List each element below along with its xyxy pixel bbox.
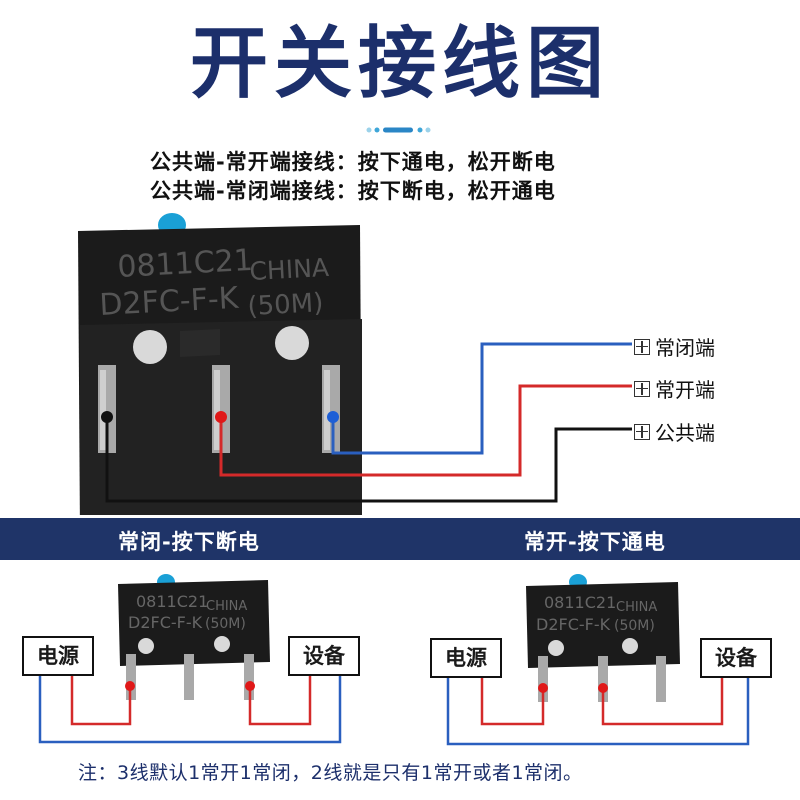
switch-model-suffix-text: (50M) bbox=[614, 618, 655, 634]
terminal-com-label: 公共端 bbox=[634, 417, 715, 446]
wiring-rule-no: 公共端-常开端接线：按下通电，松开断电 bbox=[150, 150, 556, 174]
terminal-icon bbox=[634, 423, 650, 440]
page-title: 开关接线图 bbox=[189, 19, 610, 109]
device-box-left: 设备 bbox=[288, 636, 360, 676]
wire-red bbox=[601, 674, 724, 726]
switch-country-text: CHINA bbox=[206, 599, 247, 614]
terminal-nc-label: 常闭端 bbox=[634, 332, 715, 361]
section-band bbox=[0, 518, 800, 560]
title-underline-dots bbox=[366, 127, 431, 133]
wire-red bbox=[480, 674, 545, 726]
no-wiring-diagram: 0811C21 CHINA D2FC-F-K (50M) bbox=[446, 574, 750, 746]
switch-code-text: 0811C21 bbox=[544, 593, 616, 612]
switch-model-text: D2FC-F-K bbox=[128, 613, 203, 632]
terminal-no-label: 常开端 bbox=[634, 374, 715, 403]
wire-red-no bbox=[219, 384, 632, 477]
wire-red bbox=[248, 674, 312, 726]
section-heading-no: 常开-按下通电 bbox=[524, 530, 666, 554]
section-heading-nc: 常闭-按下断电 bbox=[118, 530, 260, 554]
main-switch-diagram: 0811C21 CHINA D2FC-F-K (50M) bbox=[78, 213, 632, 515]
wire-black-com bbox=[105, 417, 632, 503]
switch-code-text: 0811C21 bbox=[117, 243, 254, 285]
terminal-icon bbox=[634, 380, 650, 397]
switch-model-suffix-text: (50M) bbox=[247, 288, 324, 322]
power-source-box-left: 电源 bbox=[22, 636, 94, 676]
wire-blue bbox=[446, 674, 750, 746]
nc-wiring-diagram: 0811C21 CHINA D2FC-F-K (50M) bbox=[38, 574, 342, 744]
wire-red bbox=[70, 674, 132, 726]
switch-model-suffix-text: (50M) bbox=[205, 616, 246, 632]
wiring-rule-nc: 公共端-常闭端接线：按下断电，松开通电 bbox=[150, 179, 556, 203]
wire-blue-nc bbox=[331, 342, 632, 455]
switch-model-text: D2FC-F-K bbox=[536, 615, 611, 634]
switch-code-text: 0811C21 bbox=[136, 592, 208, 611]
switch-country-text: CHINA bbox=[249, 253, 330, 286]
wire-blue bbox=[38, 674, 342, 744]
switch-country-text: CHINA bbox=[616, 600, 657, 615]
footnote: 注：3线默认1常开1常闭，2线就是只有1常开或者1常闭。 bbox=[78, 762, 583, 784]
device-box-right: 设备 bbox=[700, 638, 772, 678]
power-source-box-right: 电源 bbox=[430, 638, 502, 678]
switch-model-text: D2FC-F-K bbox=[99, 281, 241, 323]
terminal-icon bbox=[634, 338, 650, 355]
